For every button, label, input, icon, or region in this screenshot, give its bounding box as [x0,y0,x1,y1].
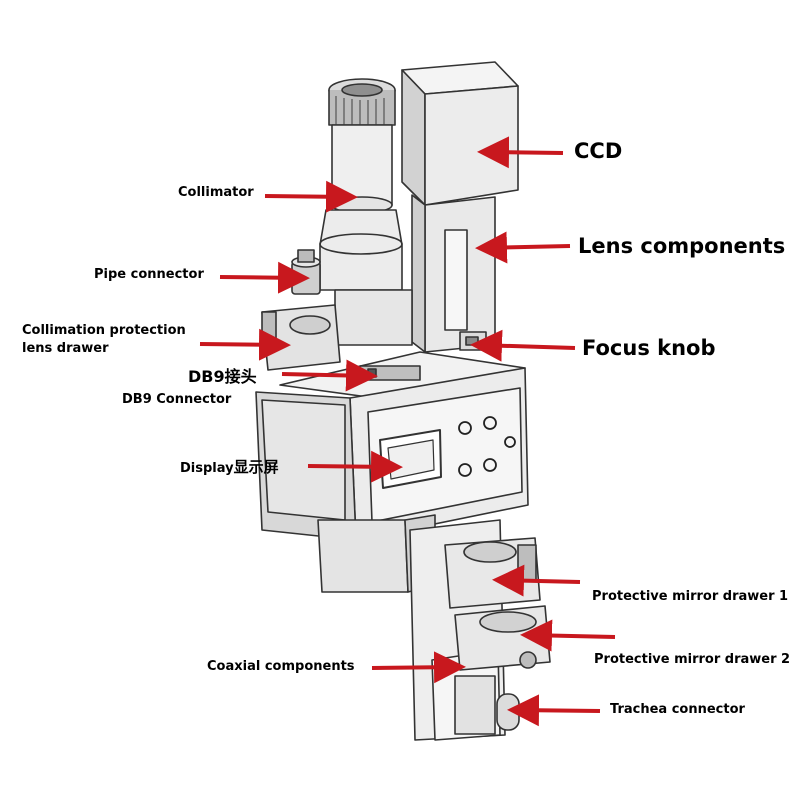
label-focus-knob: Focus knob [582,336,716,360]
collimation-lens-drawer [261,304,341,371]
label-coaxial-components: Coaxial components [207,659,355,674]
pipe-connector [291,249,321,295]
focus-knob [459,331,487,351]
label-display-cn: 显示屏 [233,458,279,476]
label-collimation-drawer-line2: lens drawer [22,341,109,356]
arrow-display [307,450,403,483]
arrow-ccd [477,136,564,169]
label-lens-components: Lens components [578,234,786,258]
protective-mirror-drawer-1 [444,537,541,609]
arrow-pipe-connector [219,261,310,294]
arrow-collimation-drawer [199,328,291,361]
arrow-db9 [281,359,378,392]
label-collimator: Collimator [178,185,254,200]
arrow-coaxial [371,651,466,684]
arrow-drawer-1 [492,564,581,597]
protective-mirror-drawer-2 [454,605,551,671]
label-ccd: CCD [574,139,623,163]
label-display-en: Display [180,461,234,476]
label-protective-drawer-2: Protective mirror drawer 2 [594,652,791,667]
arrow-collimator [264,180,358,213]
label-trachea-connector: Trachea connector [610,702,745,717]
label-pipe-connector: Pipe connector [94,267,204,282]
collimator [319,78,413,346]
label-db9-cn: DB9接头 [188,367,257,386]
label-display: Display显示屏 [180,459,279,476]
label-collimation-drawer-line1: Collimation protection [22,323,186,338]
arrow-drawer-2 [520,619,616,652]
lens-components-column [411,194,496,353]
ccd-camera [401,61,519,206]
arrow-lens-components [475,231,571,264]
arrow-trachea [507,694,601,727]
arrow-focus-knob [470,329,576,362]
label-db9-en: DB9 Connector [122,392,232,407]
label-protective-drawer-1: Protective mirror drawer 1 [592,589,789,604]
